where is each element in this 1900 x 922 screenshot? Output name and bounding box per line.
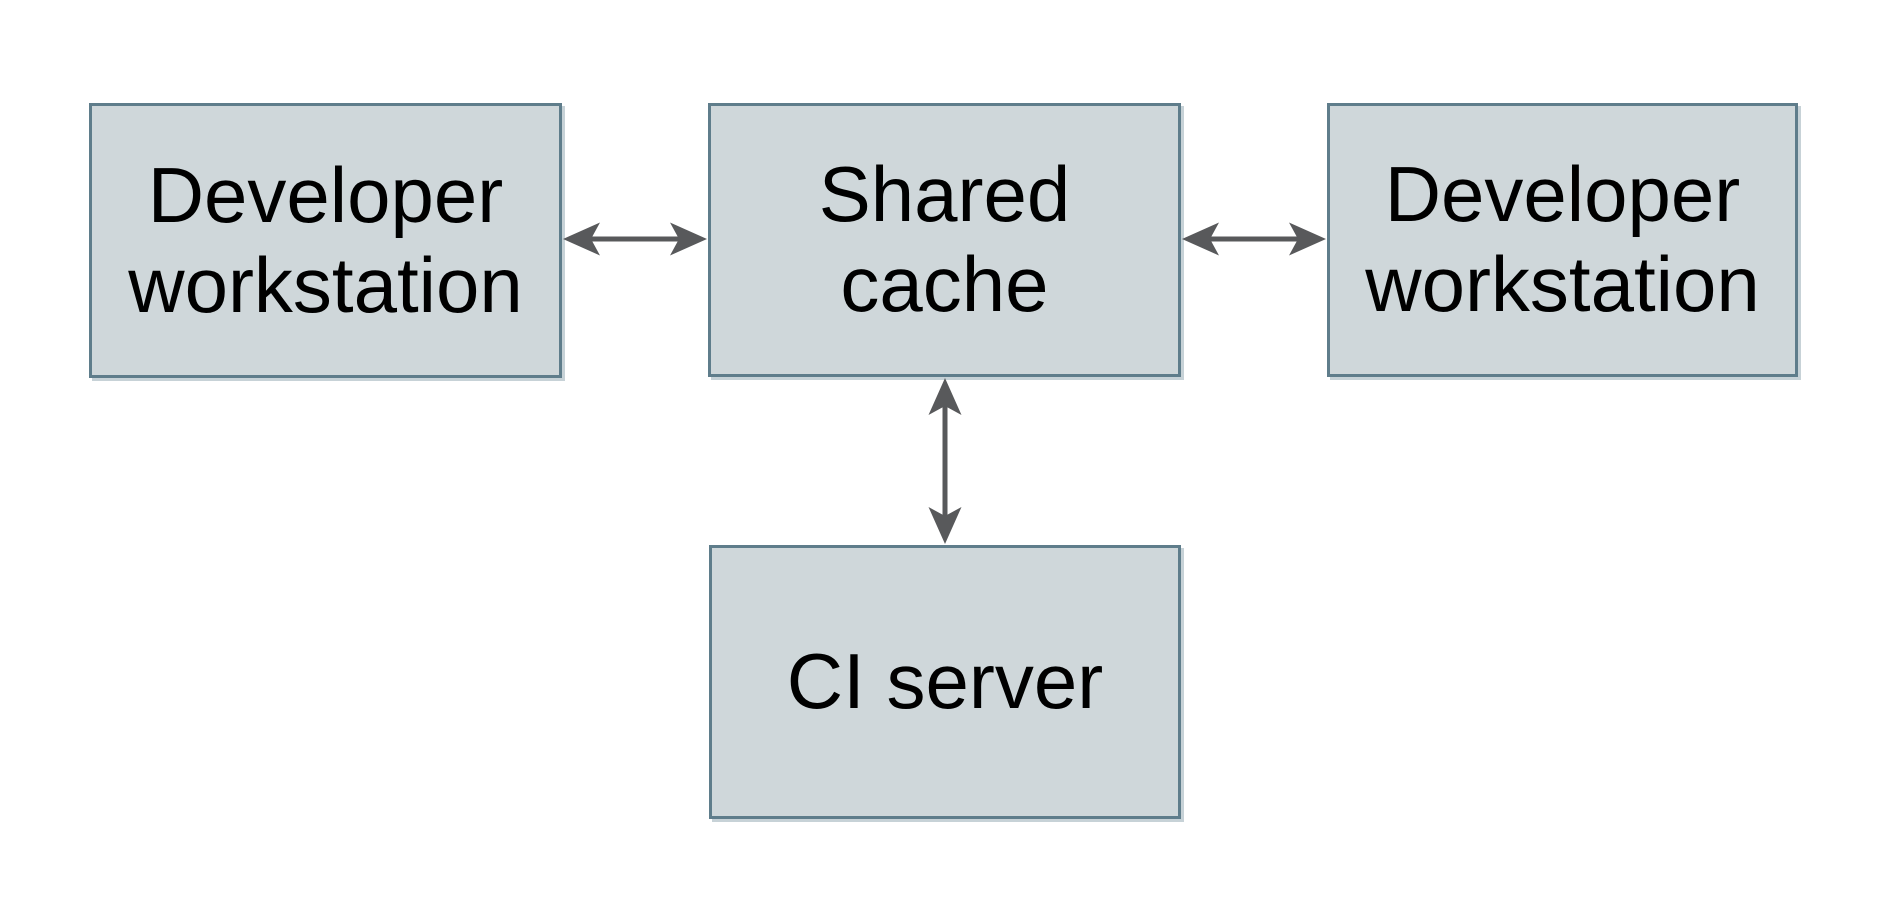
arrow-shaft [589,236,681,242]
node-shared-cache-label: Shared cache [818,150,1071,328]
node-ci-server: CI server [709,545,1181,819]
arrowhead-left [563,222,600,256]
arrowhead-right [1289,222,1326,256]
node-developer-workstation-right: Developer workstation [1327,103,1798,377]
arrowhead-up [928,378,962,415]
arrow-shared-cache-ci-server-icon [928,378,962,544]
node-developer-workstation-left-label: Developer workstation [128,150,523,329]
node-developer-workstation-left: Developer workstation [89,103,562,378]
arrow-shaft [1208,236,1300,242]
arrowhead-down [928,507,962,544]
node-shared-cache: Shared cache [708,103,1181,377]
arrowhead-left [1182,222,1219,256]
arrowhead-right [670,222,707,256]
node-ci-server-label: CI server [786,637,1104,726]
arrow-shared-cache-workstation-right-icon [1182,222,1326,256]
node-developer-workstation-right-label: Developer workstation [1365,150,1760,328]
arrow-shaft [942,404,948,518]
arrow-workstation-left-shared-cache-icon [563,222,707,256]
